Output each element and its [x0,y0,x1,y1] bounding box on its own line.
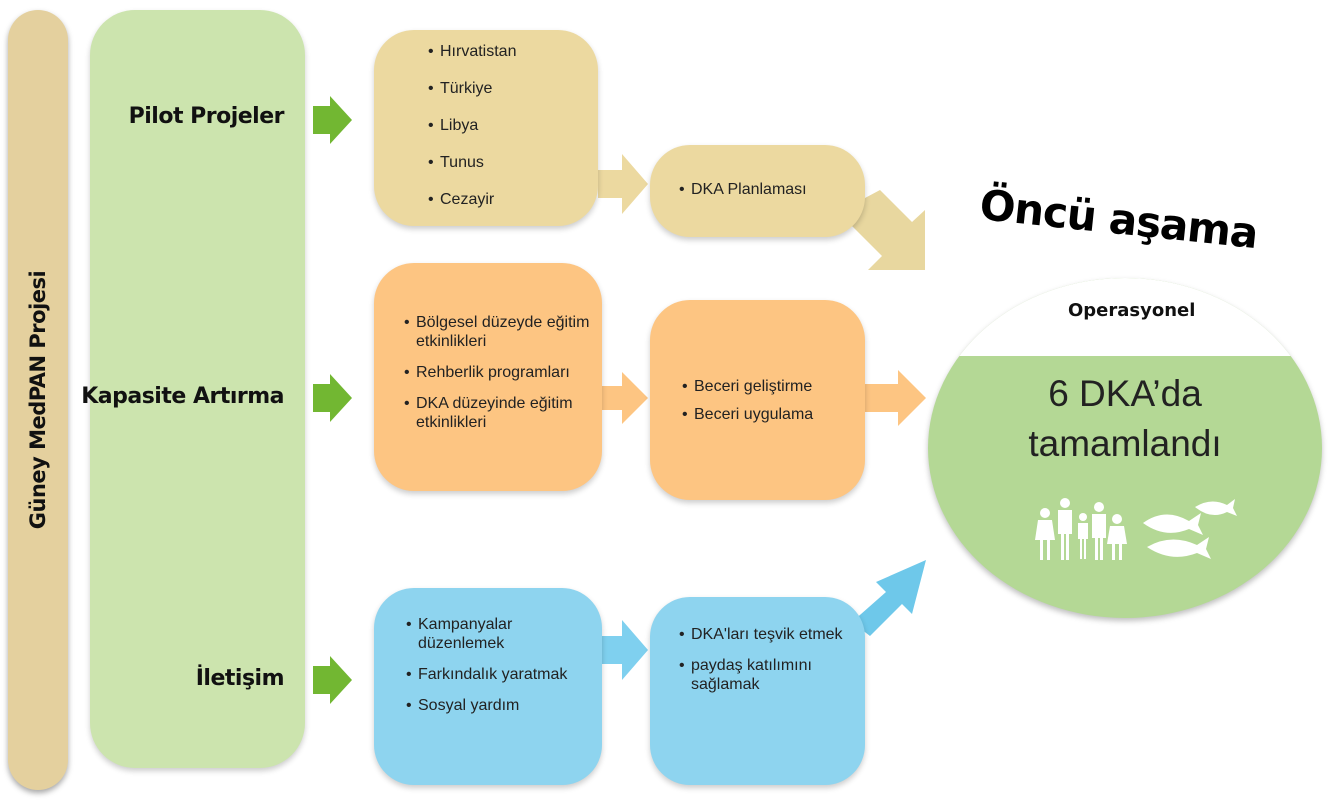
arrow-iletisim [313,656,352,704]
list-item: DKA Planlaması [679,180,865,199]
skills-box: Beceri geliştirme Beceri uygulama [650,300,865,500]
communication-label: İletişim [195,666,285,691]
list-item: Libya [428,116,598,135]
training-activities-box: Bölgesel düzeyde eğitim etkinlikleri Reh… [374,263,602,491]
list-item: Kampanyalar düzenlemek [406,615,602,653]
list-item: Tunus [428,153,598,172]
circle-header-band [928,278,1322,356]
list-item: Sosyal yardım [406,696,602,715]
list-item: DKA'ları teşvik etmek [679,625,865,644]
result-line-2: tamamlandı [1028,423,1222,464]
arrow-beceri-to-result [865,370,926,426]
list-item: DKA düzeyinde eğitim etkinlikleri [404,394,602,432]
result-subheading: Operasyonel [1068,300,1196,321]
list-item: Bölgesel düzeyde eğitim etkinlikleri [404,313,602,351]
list-item: Türkiye [428,79,598,98]
list-item: Rehberlik programları [404,363,602,382]
promotion-box: DKA'ları teşvik etmek paydaş katılımını … [650,597,865,785]
list-item: Cezayir [428,190,598,209]
pilot-projects-label: Pilot Projeler [128,104,285,129]
arrow-dka-to-result [852,190,925,270]
result-line-1: 6 DKA’da [1048,373,1202,414]
arrow-ilet-to-tesvik [602,620,648,680]
arrow-kap-to-beceri [602,372,648,424]
arrow-kapasite [313,374,352,422]
project-sidebar [8,10,68,790]
arrow-pilot [313,96,352,144]
result-circle [928,278,1322,618]
people-icon [1035,498,1127,560]
list-item: Beceri geliştirme [682,377,865,396]
pilot-countries-box: Hırvatistan Türkiye Libya Tunus Cezayir [374,30,598,226]
list-item: Farkındalık yaratmak [406,665,602,684]
campaigns-box: Kampanyalar düzenlemek Farkındalık yarat… [374,588,602,785]
people-fish-illustration [1035,498,1237,560]
categories-column [90,10,305,768]
arrow-tesvik-to-result [852,560,926,636]
capacity-building-label: Kapasite Artırma [81,384,284,409]
dka-planning-box: DKA Planlaması [650,145,865,237]
list-item: Hırvatistan [428,42,598,61]
list-item: paydaş katılımını sağlamak [679,656,865,694]
arrow-pilot-to-dka [598,154,648,214]
fish-icon [1143,499,1237,559]
list-item: Beceri uygulama [682,405,865,424]
